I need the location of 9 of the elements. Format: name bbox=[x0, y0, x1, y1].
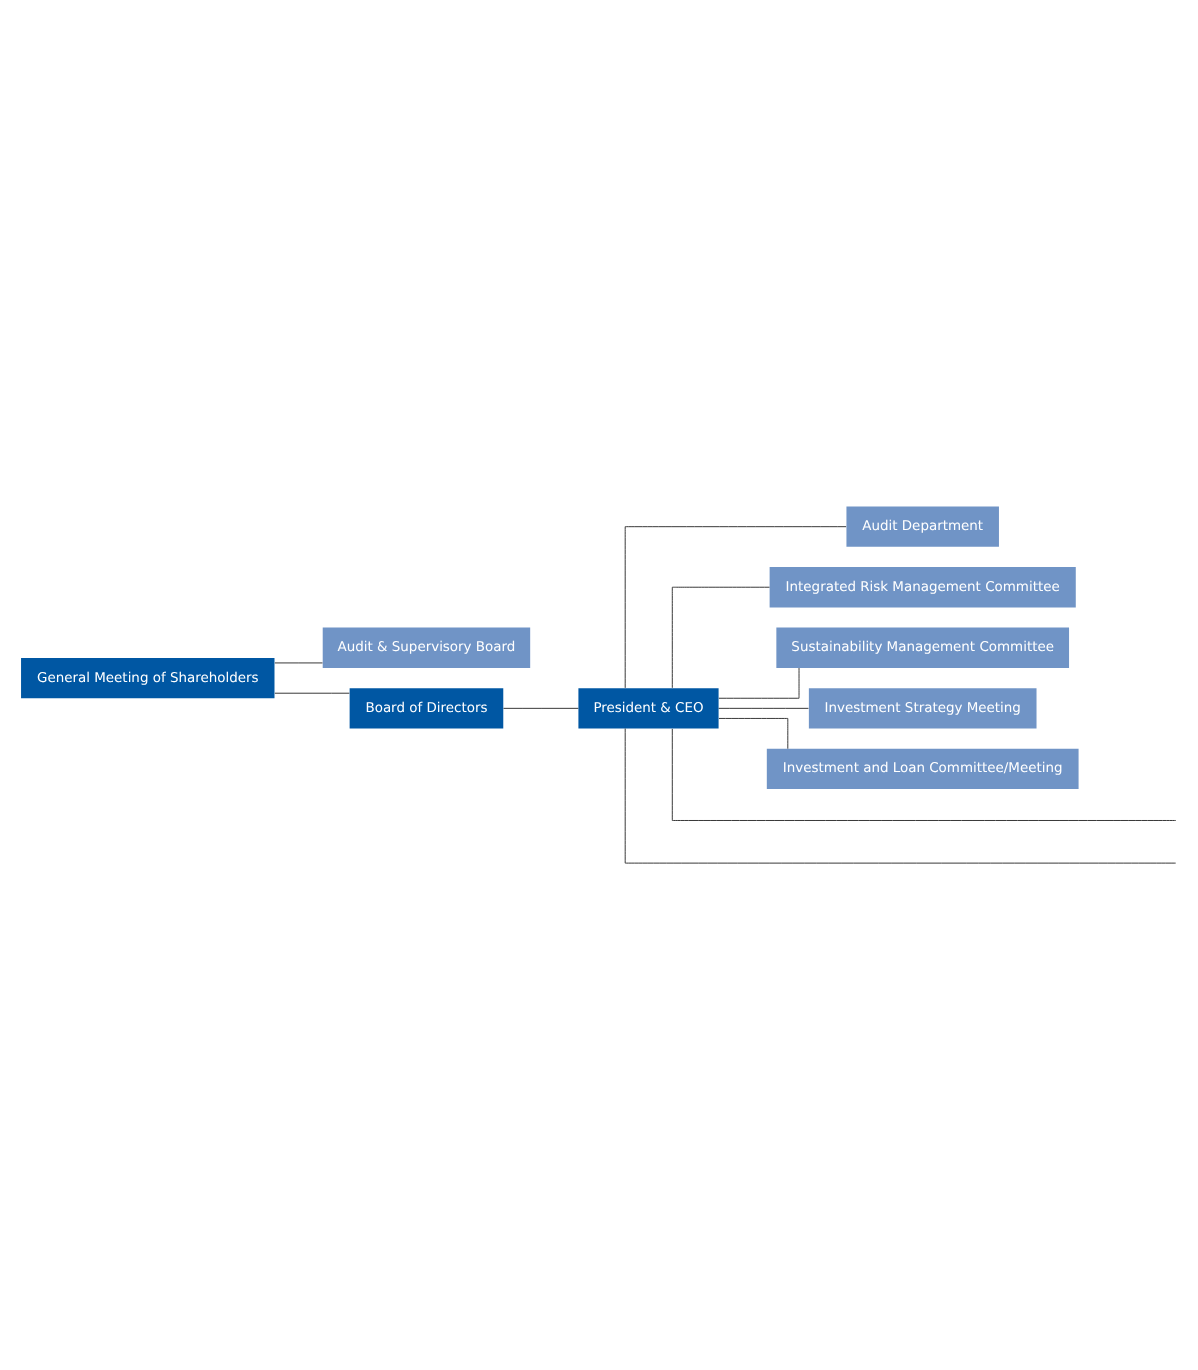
connector bbox=[274, 692, 350, 694]
connector bbox=[718, 707, 809, 709]
connector bbox=[624, 526, 847, 689]
connector bbox=[718, 718, 789, 750]
connector bbox=[503, 707, 579, 709]
connector bbox=[671, 728, 1177, 821]
connector bbox=[718, 667, 800, 699]
connector bbox=[671, 586, 770, 689]
connector bbox=[624, 728, 1177, 864]
